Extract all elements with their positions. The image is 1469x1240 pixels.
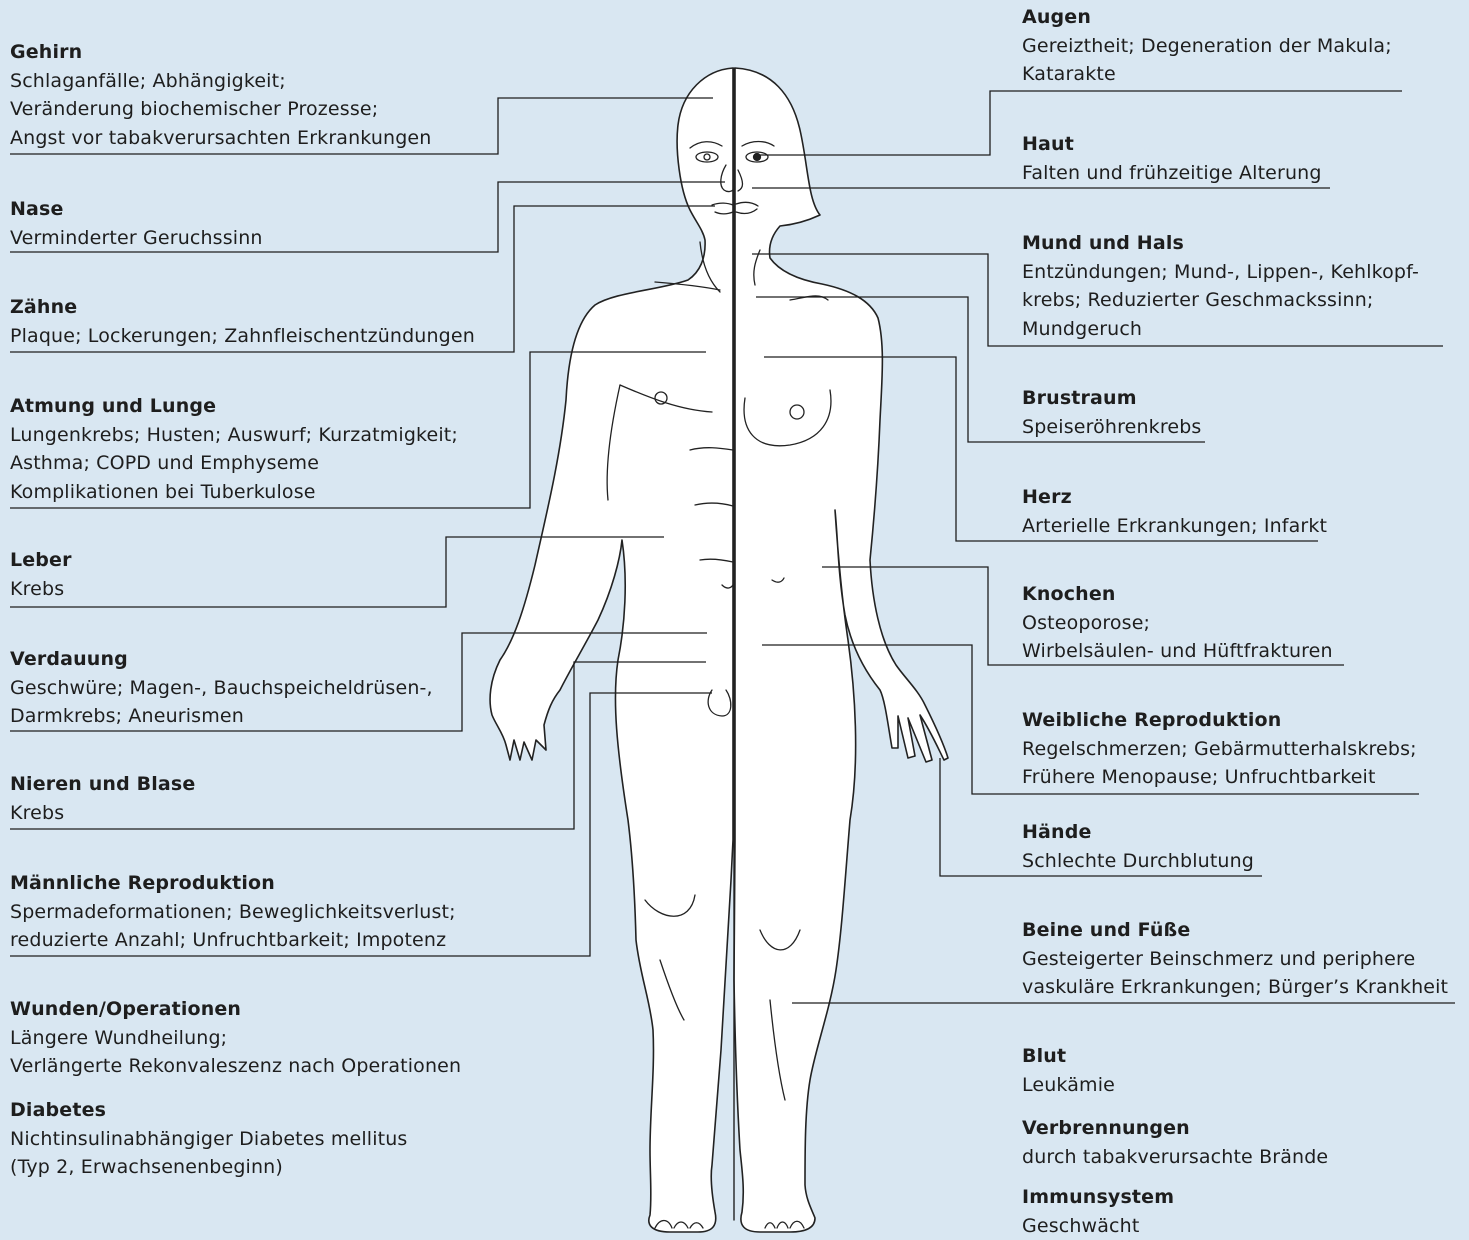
label-immunsystem: Immunsystem Geschwächt bbox=[1022, 1183, 1174, 1240]
label-haende: Hände Schlechte Durchblutung bbox=[1022, 818, 1254, 875]
label-text: Lungenkrebs; Husten; Auswurf; Kurzatmigk… bbox=[10, 421, 458, 507]
label-maennliche-reproduktion: Männliche Reproduktion Spermadeformation… bbox=[10, 869, 456, 955]
label-diabetes: Diabetes Nichtinsulinabhängiger Diabetes… bbox=[10, 1096, 407, 1182]
label-title: Immunsystem bbox=[1022, 1183, 1174, 1212]
label-brustraum: Brustraum Speiseröhrenkrebs bbox=[1022, 384, 1201, 441]
label-text: Gereiztheit; Degeneration der Makula; Ka… bbox=[1022, 32, 1392, 89]
label-text: Schlechte Durchblutung bbox=[1022, 847, 1254, 876]
label-title: Männliche Reproduktion bbox=[10, 869, 456, 898]
label-atmung-lunge: Atmung und Lunge Lungenkrebs; Husten; Au… bbox=[10, 392, 458, 506]
label-title: Knochen bbox=[1022, 580, 1333, 609]
label-text: Entzündungen; Mund-, Lippen-, Kehlkopf- … bbox=[1022, 258, 1419, 344]
label-title: Diabetes bbox=[10, 1096, 407, 1125]
label-text: Spermadeformationen; Beweglichkeitsverlu… bbox=[10, 898, 456, 955]
label-text: Geschwüre; Magen-, Bauchspeicheldrüsen-,… bbox=[10, 674, 433, 731]
label-title: Leber bbox=[10, 546, 72, 575]
label-zaehne: Zähne Plaque; Lockerungen; Zahnfleischen… bbox=[10, 293, 475, 350]
label-title: Herz bbox=[1022, 483, 1327, 512]
label-text: Längere Wundheilung; Verlängerte Rekonva… bbox=[10, 1024, 461, 1081]
label-title: Gehirn bbox=[10, 38, 431, 67]
label-augen: Augen Gereiztheit; Degeneration der Maku… bbox=[1022, 3, 1392, 89]
label-title: Haut bbox=[1022, 130, 1322, 159]
label-text: Regelschmerzen; Gebärmutterhalskrebs; Fr… bbox=[1022, 735, 1417, 792]
label-text: Gesteigerter Beinschmerz und periphere v… bbox=[1022, 945, 1448, 1002]
label-weibliche-reproduktion: Weibliche Reproduktion Regelschmerzen; G… bbox=[1022, 706, 1417, 792]
label-title: Zähne bbox=[10, 293, 475, 322]
label-title: Verbrennungen bbox=[1022, 1114, 1328, 1143]
label-text: durch tabakverursachte Brände bbox=[1022, 1143, 1328, 1172]
label-haut: Haut Falten und frühzeitige Alterung bbox=[1022, 130, 1322, 187]
female-body-half bbox=[734, 68, 948, 1232]
label-text: Schlaganfälle; Abhängigkeit; Veränderung… bbox=[10, 67, 431, 153]
label-mund-hals: Mund und Hals Entzündungen; Mund-, Lippe… bbox=[1022, 229, 1419, 343]
label-title: Augen bbox=[1022, 3, 1392, 32]
label-title: Blut bbox=[1022, 1042, 1115, 1071]
label-leber: Leber Krebs bbox=[10, 546, 72, 603]
label-title: Wunden/Operationen bbox=[10, 995, 461, 1024]
label-herz: Herz Arterielle Erkrankungen; Infarkt bbox=[1022, 483, 1327, 540]
label-text: Geschwächt bbox=[1022, 1212, 1174, 1240]
label-text: Krebs bbox=[10, 575, 72, 604]
label-title: Weibliche Reproduktion bbox=[1022, 706, 1417, 735]
label-wunden-operationen: Wunden/Operationen Längere Wundheilung; … bbox=[10, 995, 461, 1081]
label-beine-fuesse: Beine und Füße Gesteigerter Beinschmerz … bbox=[1022, 916, 1448, 1002]
label-text: Verminderter Geruchssinn bbox=[10, 224, 263, 253]
label-nieren-blase: Nieren und Blase Krebs bbox=[10, 770, 195, 827]
label-text: Osteoporose; Wirbelsäulen- und Hüftfrakt… bbox=[1022, 609, 1333, 666]
label-title: Mund und Hals bbox=[1022, 229, 1419, 258]
label-verbrennungen: Verbrennungen durch tabakverursachte Brä… bbox=[1022, 1114, 1328, 1171]
label-text: Leukämie bbox=[1022, 1071, 1115, 1100]
male-body-half bbox=[490, 68, 733, 1232]
label-gehirn: Gehirn Schlaganfälle; Abhängigkeit; Verä… bbox=[10, 38, 431, 152]
female-pupil-icon bbox=[754, 154, 761, 161]
label-text: Falten und frühzeitige Alterung bbox=[1022, 159, 1322, 188]
label-title: Hände bbox=[1022, 818, 1254, 847]
label-title: Verdauung bbox=[10, 645, 433, 674]
label-text: Speiseröhrenkrebs bbox=[1022, 413, 1201, 442]
label-title: Beine und Füße bbox=[1022, 916, 1448, 945]
label-nase: Nase Verminderter Geruchssinn bbox=[10, 195, 263, 252]
label-text: Nichtinsulinabhängiger Diabetes mellitus… bbox=[10, 1125, 407, 1182]
label-title: Nase bbox=[10, 195, 263, 224]
label-title: Brustraum bbox=[1022, 384, 1201, 413]
label-title: Atmung und Lunge bbox=[10, 392, 458, 421]
label-text: Arterielle Erkrankungen; Infarkt bbox=[1022, 512, 1327, 541]
label-title: Nieren und Blase bbox=[10, 770, 195, 799]
label-text: Plaque; Lockerungen; Zahnfleischentzündu… bbox=[10, 322, 475, 351]
label-verdauung: Verdauung Geschwüre; Magen-, Bauchspeich… bbox=[10, 645, 433, 731]
label-knochen: Knochen Osteoporose; Wirbelsäulen- und H… bbox=[1022, 580, 1333, 666]
label-text: Krebs bbox=[10, 799, 195, 828]
label-blut: Blut Leukämie bbox=[1022, 1042, 1115, 1099]
